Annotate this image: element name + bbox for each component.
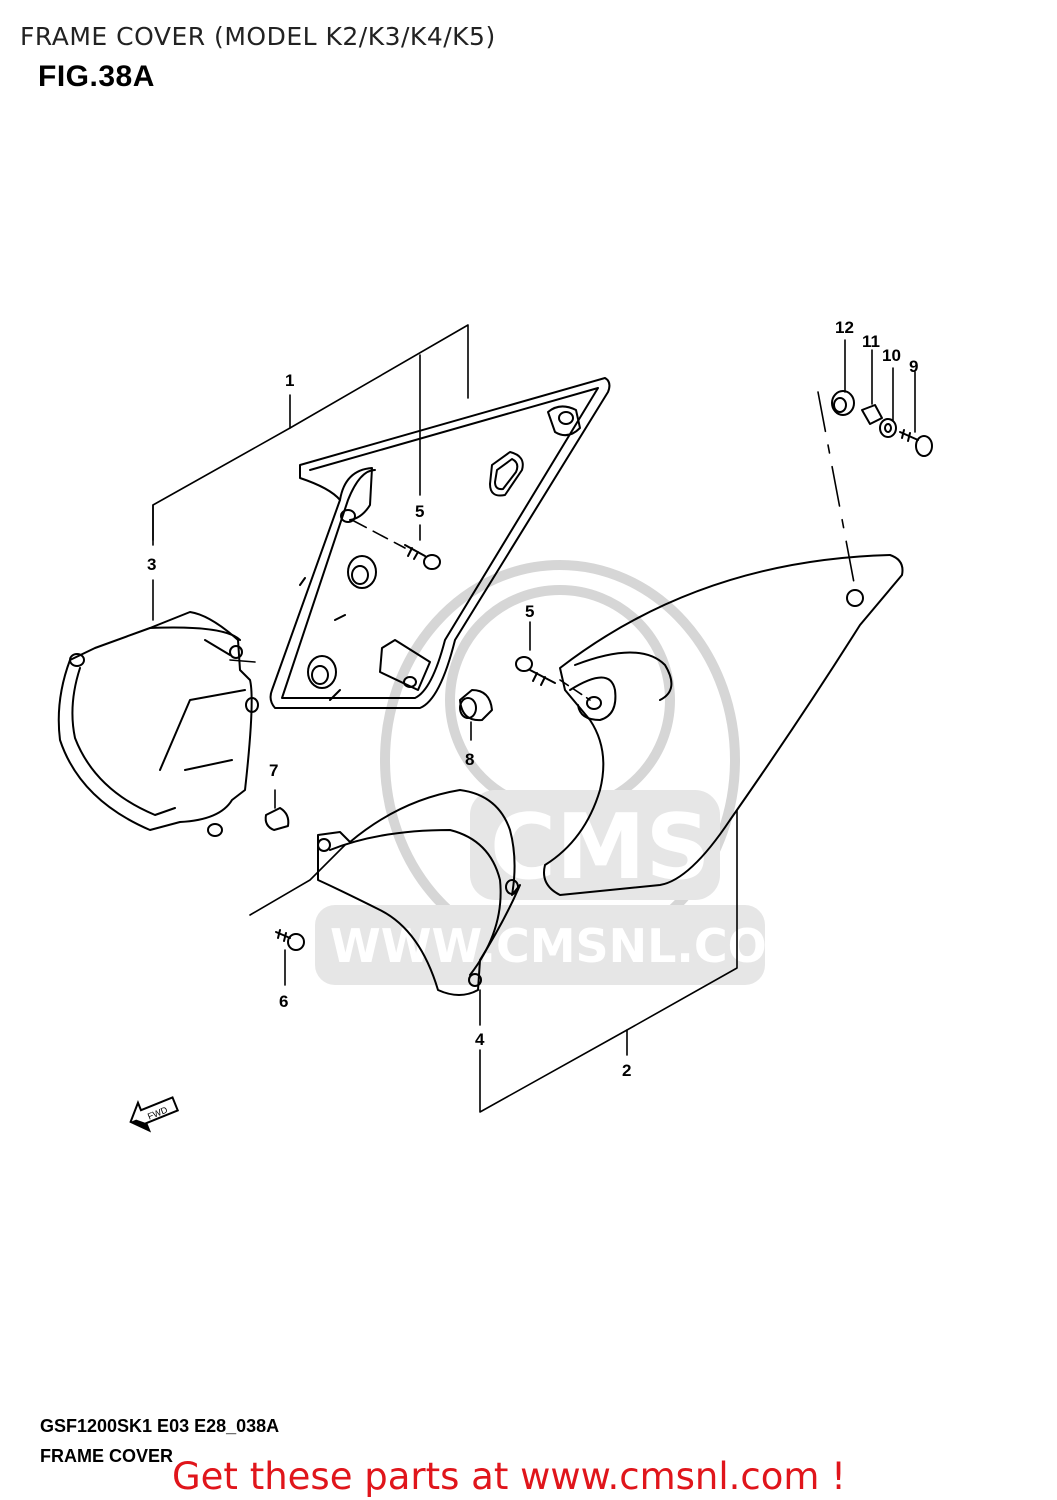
- grommet-12: [831, 390, 855, 416]
- frame-cover-inner-front: [57, 611, 259, 837]
- collar-11: [861, 404, 883, 425]
- footer-diagram-name: FRAME COVER: [40, 1446, 174, 1466]
- screw-6: [275, 929, 305, 951]
- frame-cover-upper: [269, 377, 611, 709]
- label-part-9: 9: [909, 357, 918, 376]
- label-part-2: 2: [622, 1061, 631, 1080]
- promo-link-text[interactable]: Get these parts at www.cmsnl.com !: [172, 1455, 847, 1498]
- grommet-7: [264, 807, 290, 831]
- label-part-4: 4: [475, 1030, 485, 1049]
- watermark-brand: CMS: [490, 795, 710, 900]
- screw-5-lower: [515, 656, 556, 686]
- label-part-7: 7: [269, 761, 278, 780]
- washer-10: [879, 418, 897, 438]
- screw-9: [899, 429, 933, 457]
- label-part-11: 11: [862, 332, 880, 351]
- label-part-5-lower: 5: [525, 602, 534, 621]
- label-part-3: 3: [147, 555, 156, 574]
- label-part-12: 12: [835, 318, 854, 337]
- label-part-1: 1: [285, 371, 294, 390]
- label-part-8: 8: [465, 750, 474, 769]
- bushing-8: [459, 689, 493, 722]
- frame-cover-rear: [543, 554, 904, 896]
- leader-lines: [152, 324, 916, 1113]
- footer-diagram-code: GSF1200SK1 E03 E28_038A: [40, 1416, 280, 1436]
- label-part-5-upper: 5: [415, 502, 424, 521]
- label-part-10: 10: [882, 346, 901, 365]
- label-part-6: 6: [279, 992, 288, 1011]
- frame-cover-lower: [317, 789, 521, 996]
- forward-arrow-icon: FWD: [129, 1096, 180, 1133]
- watermark-url: WWW.CMSNL.COM: [330, 919, 813, 973]
- watermark: CMS WWW.CMSNL.COM: [315, 560, 813, 985]
- figure-label: FIG.38A: [38, 60, 155, 93]
- page-title: FRAME COVER (MODEL K2/K3/K4/K5): [20, 22, 496, 51]
- screw-5-upper: [404, 544, 441, 570]
